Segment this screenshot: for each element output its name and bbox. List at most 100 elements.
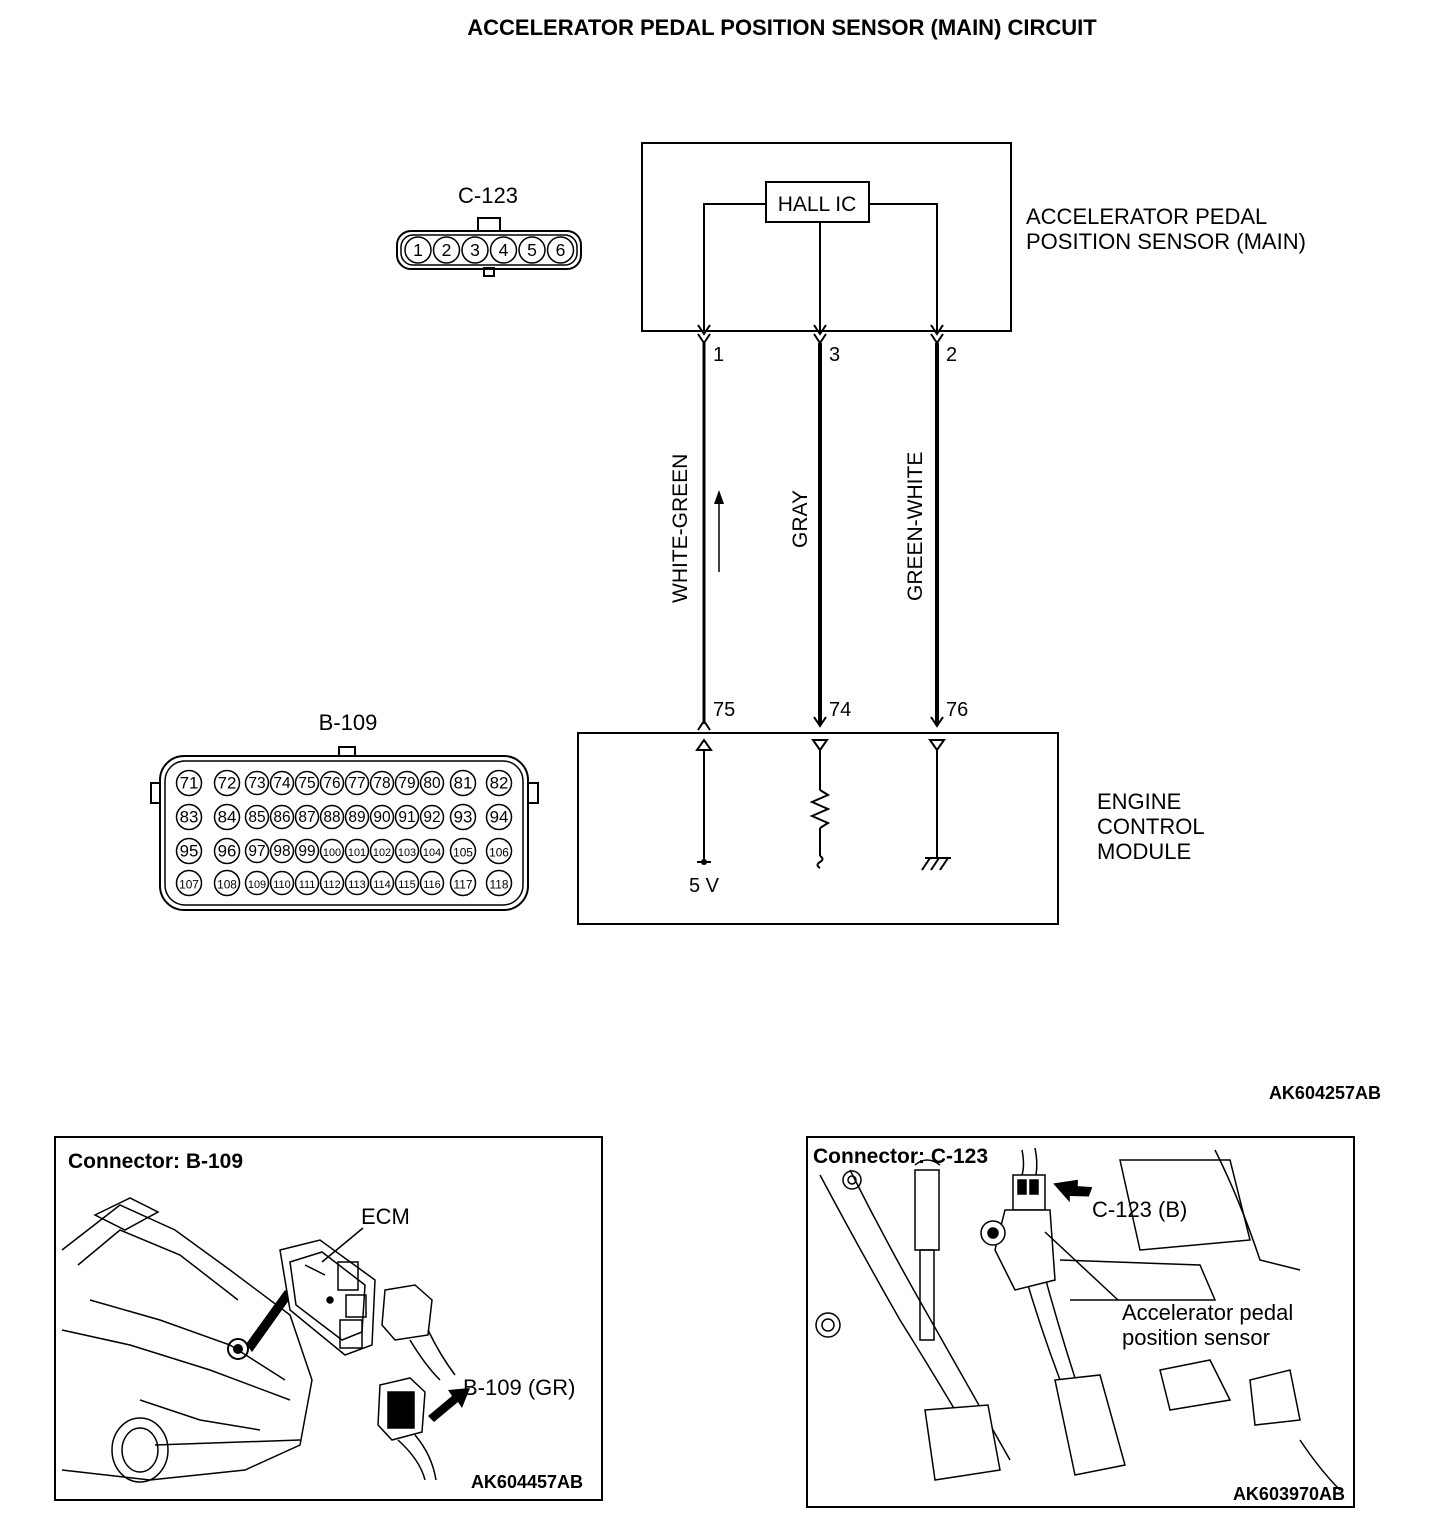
- b109-pin-circle: [269, 870, 295, 896]
- b109-pin-number: 72: [218, 774, 237, 793]
- sensor-illustration: [980, 1147, 1056, 1291]
- b109-pin-circle: [369, 870, 395, 896]
- b109-pin-number: 79: [398, 775, 415, 792]
- b109-pin-number: 102: [373, 847, 391, 859]
- b109-pin-circle: [244, 804, 270, 830]
- c123-label: C-123: [458, 183, 518, 208]
- sensor-lead-1: [703, 203, 766, 331]
- b109-pin-circle: [319, 770, 345, 796]
- b109-pin-circle: [319, 804, 345, 830]
- c123-pin-number: 2: [442, 240, 452, 260]
- b109-pin-circle: [394, 870, 420, 896]
- b109-pin-number: 116: [423, 879, 440, 891]
- b109-pin-circle: [244, 770, 270, 796]
- b109-pin-number: 83: [180, 808, 199, 827]
- panel-left-figure-code: AK604457AB: [471, 1472, 583, 1492]
- b109-pin-circle: [449, 803, 477, 831]
- b109-pin-number: 106: [489, 846, 509, 860]
- c123-pin-circle: [546, 236, 575, 264]
- b109-pin-number: 71: [180, 774, 199, 793]
- c123-callout-label: C-123 (B): [1092, 1197, 1187, 1222]
- b109-pin-number: 113: [348, 879, 365, 891]
- ecm-ground: [921, 739, 951, 871]
- b109-pin-number: 110: [273, 879, 290, 891]
- b109-pin-number: 80: [423, 775, 441, 792]
- c123-pin-circle: [489, 236, 518, 264]
- harness-connector-upper: [381, 1284, 456, 1381]
- b109-pin-number: 82: [490, 774, 509, 793]
- b109-pin-number: 112: [323, 879, 340, 891]
- b109-pin-number: 95: [180, 842, 199, 861]
- b109-pin-number: 92: [423, 809, 440, 826]
- hall-ic-label: HALL IC: [778, 193, 857, 216]
- b109-pin-number: 93: [454, 808, 473, 827]
- ecm-resistor-input: [809, 739, 831, 869]
- b109-pin-number: 117: [454, 878, 473, 892]
- signal-direction-arrow: [714, 490, 724, 572]
- b109-pin-circle: [419, 804, 445, 830]
- wire-color-gray: GRAY: [789, 490, 812, 548]
- sensor-leader-line: [1044, 1231, 1119, 1301]
- hall-ic-box: [765, 181, 870, 223]
- b109-pin-circle: [419, 870, 445, 896]
- b109-pin-number: 84: [218, 808, 237, 827]
- b109-pin-circle: [294, 770, 320, 796]
- c123-pin-circle: [461, 236, 489, 264]
- b109-pin-circle: [269, 838, 295, 864]
- ecm-pin-74: 74: [829, 699, 851, 721]
- b109-pin-circle: [319, 870, 345, 896]
- b109-pin-number: 105: [453, 846, 473, 860]
- b109-pin-circle: [244, 838, 270, 864]
- b109-pin-circle: [294, 804, 320, 830]
- b109-pin-circle: [175, 803, 203, 831]
- b109-pin-circle: [269, 770, 295, 796]
- b109-pin-number: 90: [373, 809, 391, 826]
- b109-pin-number: 99: [298, 843, 315, 860]
- b109-pin-number: 86: [273, 809, 290, 826]
- b109-pin-circle: [294, 870, 320, 896]
- b109-pin-circle: [175, 869, 203, 897]
- sensor-lead-2: [869, 203, 938, 331]
- b109-pin-circle: [294, 838, 320, 864]
- ecm-name-line1: ENGINE: [1097, 789, 1181, 814]
- b109-pin-circle: [213, 837, 241, 865]
- sensor-callout-line1: Accelerator pedal: [1122, 1300, 1293, 1325]
- b109-callout-label: B-109 (GR): [463, 1375, 575, 1400]
- b109-pin-number: 111: [299, 879, 316, 891]
- b109-pin-circle: [394, 770, 420, 796]
- b109-pin-circle: [369, 770, 395, 796]
- b109-pin-number: 85: [248, 809, 265, 826]
- ecm-leader-line: [321, 1227, 364, 1263]
- car-illustration: [61, 1197, 313, 1483]
- b109-pin-number: 114: [373, 879, 390, 891]
- b109-pointer-arrow: [428, 1388, 470, 1422]
- b109-pin-circle: [394, 804, 420, 830]
- b109-pin-number: 77: [348, 775, 365, 792]
- sensor-pin-2: 2: [946, 344, 957, 366]
- b109-pin-number: 74: [273, 775, 291, 792]
- panel-right-frame: [806, 1136, 1355, 1508]
- ecm-5v-supply: [695, 738, 713, 865]
- panel-left-title: Connector: B-109: [68, 1150, 243, 1173]
- b109-pin-number: 76: [323, 775, 340, 792]
- panel-left-frame: [54, 1136, 603, 1501]
- b109-pin-circle: [485, 837, 513, 865]
- c123-pin-circle: [432, 236, 461, 264]
- c123-pin-circle: [518, 236, 546, 264]
- b109-pin-circle: [369, 838, 395, 864]
- c123-pin-number: 4: [499, 240, 509, 260]
- b109-pin-number: 91: [398, 809, 415, 826]
- panel-right-title: Connector: C-123: [813, 1145, 988, 1168]
- b109-pin-circle: [419, 838, 445, 864]
- b109-pin-number: 108: [217, 878, 237, 892]
- b109-pin-number: 75: [298, 775, 315, 792]
- b109-pin-number: 87: [298, 809, 315, 826]
- b109-label: B-109: [319, 710, 378, 735]
- sensor-name-line2: POSITION SENSOR (MAIN): [1026, 229, 1306, 254]
- ecm-location-mark: [227, 1290, 292, 1360]
- sensor-callout-line2: position sensor: [1122, 1325, 1270, 1350]
- b109-pin-number: 103: [398, 847, 416, 859]
